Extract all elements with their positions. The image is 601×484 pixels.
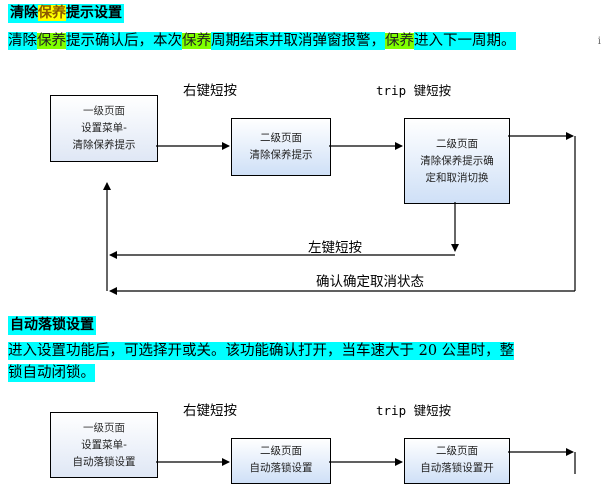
d1-box3-line1: 二级页面 <box>436 137 478 150</box>
d1-label-left-key: 左键短按 <box>308 240 362 256</box>
section1-title: 清除保养提示设置 <box>8 4 124 23</box>
para-seg-2: 提示确认后，本次 <box>66 32 182 50</box>
flow-arrows <box>103 132 576 474</box>
d2-box3-line2: 自动落锁设置开 <box>420 462 494 474</box>
para-seg-6: 进入下一周期。 <box>414 32 516 50</box>
d1-label-confirm: 确认确定取消状态 <box>316 274 424 290</box>
d1-box3-line3: 定和取消切换 <box>425 171 489 184</box>
d2-box1-line1: 一级页面 <box>83 421 125 434</box>
section1-title-suffix: 提示设置 <box>66 5 122 21</box>
d2-box1-line3: 自动落锁设置 <box>72 455 136 468</box>
d2-box-level1: 一级页面 设置菜单- 自动落锁设置 <box>50 412 158 478</box>
d2-label-trip-key: trip 键短按 <box>376 403 452 418</box>
para-seg-0: 清除 <box>8 32 37 50</box>
para-seg-3: 保养 <box>182 33 211 49</box>
d1-box1-line1: 一级页面 <box>83 105 125 117</box>
d1-box1-line2: 设置菜单- <box>81 122 127 134</box>
para-seg-1: 保养 <box>37 33 66 49</box>
d1-box3-line2: 清除保养提示确 <box>420 154 494 167</box>
para-seg-5: 保养 <box>385 33 414 49</box>
edge-mark: i <box>597 36 601 47</box>
d2-box3-line1: 二级页面 <box>436 445 478 457</box>
d2-box2-line2: 自动落锁设置 <box>249 462 313 474</box>
para-seg-4: 周期结束并取消弹窗报警， <box>211 32 385 50</box>
section2-paragraph: 进入设置功能后，可选择开或关。该功能确认打开，当车速大于 20 公里时，整 锁自… <box>8 340 515 384</box>
section2-para-line2: 锁自动闭锁。 <box>8 364 95 382</box>
d1-box2-line2: 清除保养提示 <box>249 149 313 161</box>
d2-box1-line2: 设置菜单- <box>81 438 127 451</box>
d2-box2-line1: 二级页面 <box>260 445 302 457</box>
d1-label-trip-key: trip 键短按 <box>376 83 452 98</box>
d1-label-right-key: 右键短按 <box>183 83 237 99</box>
d1-box-level2-b: 二级页面 清除保养提示确 定和取消切换 <box>404 118 510 204</box>
section2-para-line1: 进入设置功能后，可选择开或关。该功能确认打开，当车速大于 20 公里时，整 <box>8 342 515 360</box>
section1-title-prefix: 清除 <box>10 5 38 21</box>
d1-box2-line1: 二级页面 <box>260 132 302 144</box>
d1-box1-line3: 清除保养提示 <box>72 139 136 151</box>
d1-box-level2-a: 二级页面 清除保养提示 <box>231 118 331 176</box>
section1-title-highlight: 保养 <box>38 5 66 21</box>
section1-paragraph: 清除保养提示确认后，本次保养周期结束并取消弹窗报警，保养进入下一周期。 <box>8 30 516 52</box>
d1-box-level1: 一级页面 设置菜单- 清除保养提示 <box>50 95 158 162</box>
d2-label-right-key: 右键短按 <box>183 403 237 419</box>
section2-title: 自动落锁设置 <box>8 316 96 335</box>
